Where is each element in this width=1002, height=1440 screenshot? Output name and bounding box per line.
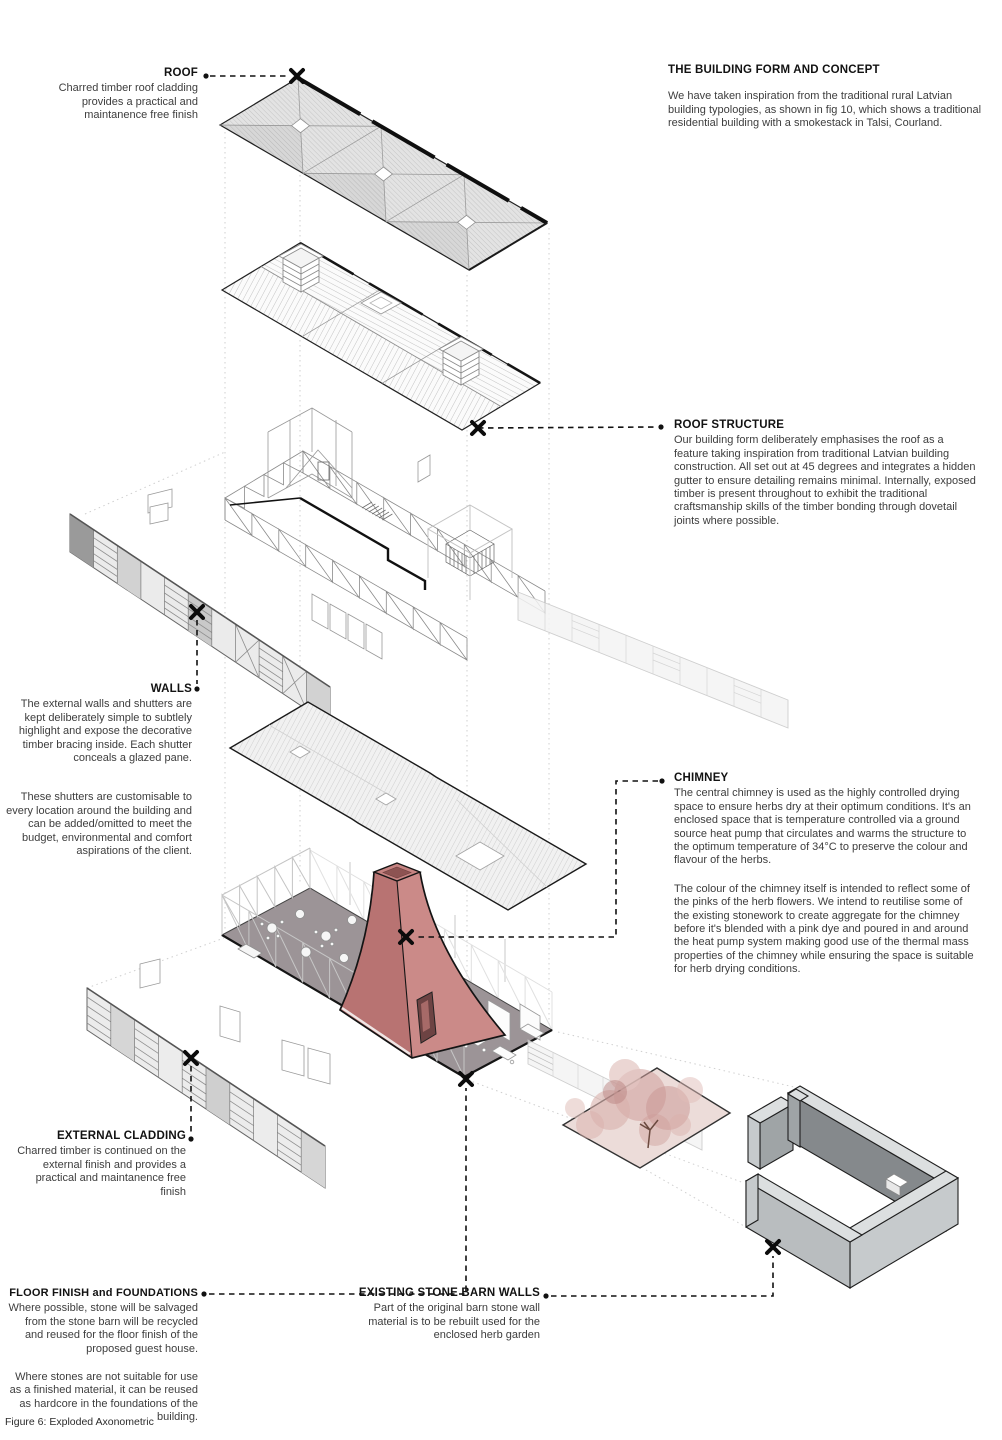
main-floor-layer (220, 847, 554, 1079)
annotation-roof-structure-body: Our building form deliberately emphasise… (674, 434, 976, 527)
leader-roof-structure (477, 426, 657, 429)
x-marker-floor (458, 1071, 474, 1087)
x-marker-roof (289, 68, 305, 84)
herb-garden-tree (561, 1059, 732, 1169)
roof-stack (278, 243, 324, 293)
annotation-roof-title: ROOF (163, 67, 198, 79)
annotation-floor-finish-body1: Where possible, stone will be salvaged f… (8, 1302, 198, 1355)
figure-caption: Figure 6: Exploded Axonometric (5, 1416, 154, 1428)
external-cladding-band (86, 958, 331, 1189)
annotation-stone-barn-body: Part of the original barn stone wall mat… (368, 1302, 540, 1342)
leader-chimney (416, 780, 658, 938)
timber-frame-layer (147, 407, 546, 662)
annotation-floor-finish-title: FLOOR FINISH and FOUNDATIONS (9, 1287, 198, 1299)
floor-truss-nw (221, 847, 311, 935)
annotation-walls: WALLS The external walls and shutters ar… (6, 683, 192, 858)
annotation-building-form-title: THE BUILDING FORM AND CONCEPT (668, 64, 880, 76)
ceiling-plate-layer (228, 701, 588, 911)
annotation-walls-body2: These shutters are customisable to every… (6, 791, 192, 858)
x-marker-roof-structure (470, 420, 486, 436)
annotation-building-form-body: We have taken inspiration from the tradi… (668, 90, 982, 130)
annotation-external-cladding: EXTERNAL CLADDING Charred timber is cont… (14, 1130, 186, 1199)
annotation-chimney-body2: The colour of the chimney itself is inte… (674, 882, 974, 976)
annotation-chimney: CHIMNEY The central chimney is used as t… (674, 772, 980, 977)
annotation-roof: ROOF Charred timber roof cladding provid… (16, 67, 198, 123)
roof-structure-layer (220, 241, 542, 431)
roof-cladding-layer (218, 76, 549, 271)
annotation-external-cladding-title: EXTERNAL CLADDING (56, 1130, 186, 1142)
annotation-walls-title: WALLS (150, 683, 192, 695)
tree-trunk (639, 1119, 659, 1149)
chimney-tower (338, 862, 507, 1059)
leader-floor-finish (209, 1088, 467, 1295)
annotation-chimney-title: CHIMNEY (674, 772, 729, 784)
annotation-stone-barn-title: EXISTING STONE BARN WALLS (358, 1287, 540, 1299)
annotation-chimney-body1: The central chimney is used as the highl… (674, 787, 971, 867)
x-marker-stone-barn (765, 1239, 781, 1255)
annotation-floor-finish: FLOOR FINISH and FOUNDATIONS Where possi… (8, 1287, 198, 1425)
loose-shutters (139, 958, 331, 1085)
walls-shutter-band (69, 513, 331, 726)
annotation-floor-finish-body2: Where stones are not suitable for use as… (9, 1371, 198, 1424)
annotation-roof-body: Charred timber roof cladding provides a … (58, 82, 198, 122)
leader-stone-barn (551, 1256, 774, 1297)
leader-dots (188, 73, 665, 1299)
x-marker-chimney (398, 929, 414, 945)
x-marker-external-cladding (183, 1050, 199, 1066)
annotation-roof-structure: ROOF STRUCTURE Our building form deliber… (674, 419, 976, 528)
annotation-roof-structure-title: ROOF STRUCTURE (674, 419, 785, 431)
x-marker-walls (189, 604, 205, 620)
annotation-stone-barn: EXISTING STONE BARN WALLS Part of the or… (348, 1287, 540, 1343)
stone-barn-walls (744, 1085, 960, 1289)
annotation-walls-body1: The external walls and shutters are kept… (18, 698, 192, 765)
x-markers (183, 68, 781, 1255)
annotation-building-form: THE BUILDING FORM AND CONCEPT We have ta… (668, 64, 990, 131)
walls-band-right (517, 591, 789, 729)
roof-skylight (360, 291, 402, 315)
annotation-external-cladding-body: Charred timber is continued on the exter… (17, 1145, 186, 1198)
tree-canopy (565, 1059, 703, 1146)
roof-stack (438, 336, 484, 386)
leader-lines (190, 75, 774, 1297)
